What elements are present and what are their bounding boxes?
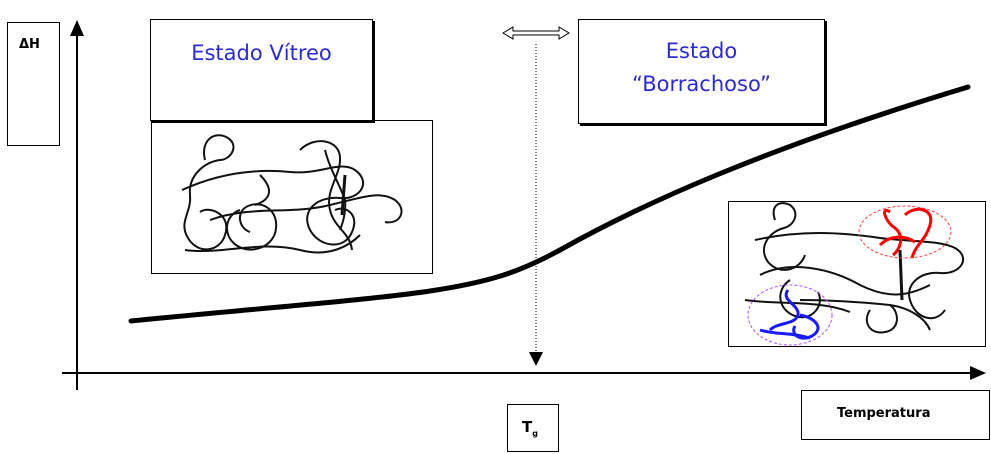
y-axis-label: ΔH [19, 37, 40, 52]
x-axis-label-box: Temperatura [801, 390, 990, 440]
x-axis-arrowhead [970, 366, 986, 380]
tg-label-box: Tg [507, 404, 559, 452]
glassy-chain-frame [151, 120, 433, 274]
enthalpy-curve [128, 84, 971, 324]
double-headed-arrow-icon [502, 26, 570, 40]
rubbery-chain-sketch [744, 202, 964, 346]
rubbery-chain-frame [728, 201, 986, 347]
tg-label-subscript: g [532, 429, 538, 438]
glassy-state-box: Estado Vítreo [150, 19, 373, 121]
rubbery-state-label-line2: “Borrachoso” [632, 72, 771, 96]
glassy-state-label: Estado Vítreo [191, 41, 332, 65]
rubbery-state-box: Estado “Borrachoso” [578, 19, 825, 124]
tg-label-main: T [522, 418, 533, 436]
tg-down-arrowhead [529, 352, 543, 366]
glassy-chain-sketch [181, 134, 403, 254]
y-axis-label-box: ΔH [7, 22, 60, 146]
tg-label: Tg [522, 418, 538, 438]
x-axis-label: Temperatura [837, 406, 931, 421]
y-axis-arrowhead [70, 20, 84, 36]
rubbery-state-label-line1: Estado [665, 39, 738, 63]
